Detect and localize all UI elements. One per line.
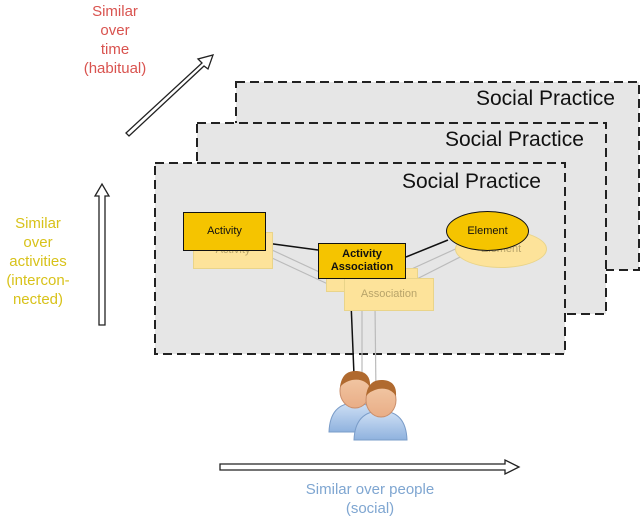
- people-label-line-2: (social): [345, 500, 395, 517]
- time-label-line-3: time: [100, 41, 130, 58]
- activity-association-node: Activity Association: [318, 243, 406, 279]
- time-arrow: [125, 54, 215, 137]
- activities-label-line-1: Similar: [15, 215, 61, 232]
- card-title-front: Social Practice: [402, 170, 541, 193]
- association-node-ghost-2: Association: [344, 278, 434, 311]
- activities-label-line-4: (intercon-: [6, 272, 70, 289]
- activities-label-line-3: activities: [9, 253, 67, 270]
- time-label-line-1: Similar: [92, 3, 138, 20]
- card-title-back: Social Practice: [476, 87, 615, 110]
- time-label-line-4: (habitual): [83, 60, 147, 77]
- association-label-line-2: Association: [330, 261, 394, 273]
- activities-axis-label: Similar over activities (intercon- necte…: [0, 214, 76, 309]
- time-axis-label: Similar over time (habitual): [60, 2, 170, 78]
- time-label-line-2: over: [100, 22, 130, 39]
- people-axis-label: Similar over people (social): [270, 480, 470, 518]
- element-node: Element: [446, 211, 529, 251]
- activities-label-line-2: over: [23, 234, 53, 251]
- people-arrow: [219, 458, 521, 476]
- activities-label-line-5: nected): [12, 291, 64, 308]
- activities-arrow: [93, 182, 111, 326]
- people-icon: [328, 370, 408, 441]
- people-label-line-1: Similar over people: [305, 481, 435, 498]
- association-label-line-1: Activity: [342, 248, 382, 260]
- card-title-middle: Social Practice: [445, 128, 584, 151]
- activity-node: Activity: [183, 212, 266, 251]
